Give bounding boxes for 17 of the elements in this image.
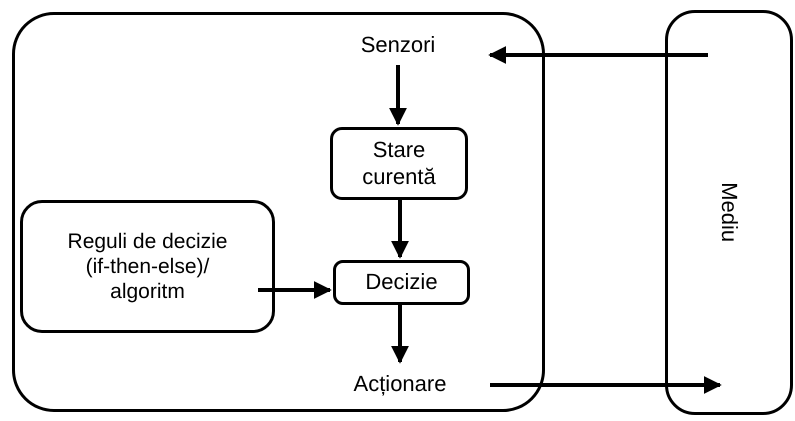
arrow xyxy=(490,376,722,394)
node-text: Mediu xyxy=(716,182,742,242)
arrow xyxy=(488,46,708,64)
process-box xyxy=(333,260,470,305)
node-label: Senzori xyxy=(360,32,436,58)
arrow xyxy=(389,65,407,126)
node-text: Decizie xyxy=(365,269,438,296)
arrow xyxy=(391,305,409,364)
agent-boundary-box xyxy=(12,12,545,412)
process-box xyxy=(665,10,793,415)
process-box xyxy=(330,127,468,200)
node-text: Reguli de decizie (if-then-else)/ algoritm xyxy=(66,228,228,304)
node-label: Acționare xyxy=(354,370,446,398)
node-text: Stare curentă xyxy=(361,137,437,190)
arrow xyxy=(391,200,409,259)
process-box xyxy=(20,200,275,333)
arrow xyxy=(258,281,332,299)
